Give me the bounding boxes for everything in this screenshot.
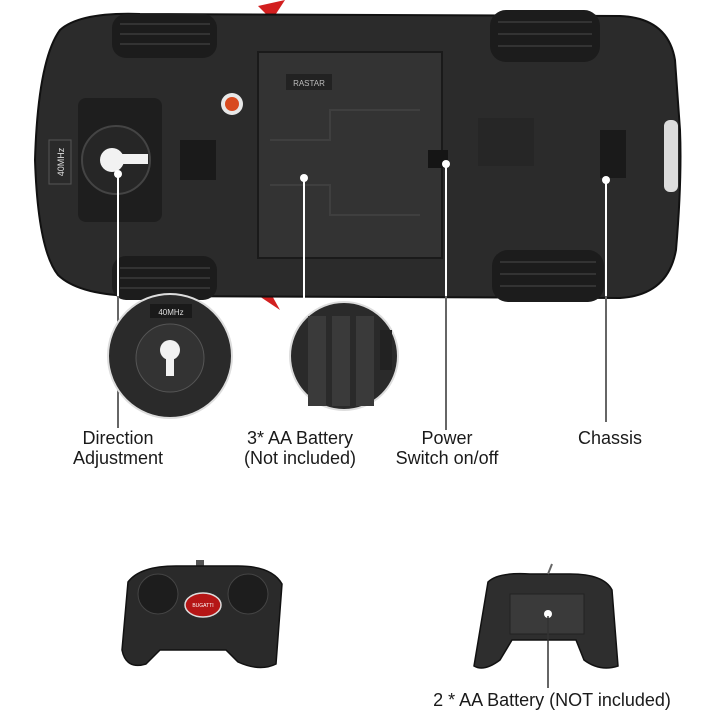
battery-line1: 3* AA Battery bbox=[246, 428, 354, 448]
callout-dot-battery bbox=[300, 174, 308, 182]
power-line2: Switch on/off bbox=[395, 448, 499, 468]
wheel-rear-right bbox=[492, 250, 604, 302]
remote-front: BUGATTI bbox=[121, 560, 283, 669]
direction-line1: Direction bbox=[82, 428, 154, 448]
inset-freq-label: 40MHz bbox=[158, 308, 183, 317]
battery-line2: (Not included) bbox=[243, 448, 357, 468]
battery-compartment-cover bbox=[257, 51, 443, 259]
direction-line2: Adjustment bbox=[72, 448, 164, 468]
direction-adjustment-label: Direction Adjustment bbox=[58, 428, 178, 468]
car-underside: RASTAR 40MHz bbox=[33, 10, 682, 302]
red-fender-top bbox=[258, 0, 285, 20]
rastar-plate-text: RASTAR bbox=[293, 79, 325, 88]
rear-block bbox=[478, 118, 534, 166]
battery-label: 3* AA Battery (Not included) bbox=[220, 428, 380, 468]
rear-motor bbox=[600, 130, 626, 178]
inset-battery bbox=[289, 301, 399, 411]
chassis-line1: Chassis bbox=[577, 428, 643, 448]
chassis-label: Chassis bbox=[560, 428, 660, 448]
power-switch-label: Power Switch on/off bbox=[382, 428, 512, 468]
bugatti-badge bbox=[184, 592, 222, 618]
wheel-front-left bbox=[112, 14, 217, 58]
freq-label: 40MHz bbox=[56, 147, 66, 176]
battery-callout-dot bbox=[544, 610, 552, 618]
bugatti-badge-text: BUGATTI bbox=[192, 603, 213, 609]
remote-battery-label: 2 * AA Battery (NOT included) bbox=[433, 690, 671, 710]
callout-dot-direction bbox=[114, 170, 122, 178]
callout-dot-chassis bbox=[602, 176, 610, 184]
inset-direction: 40MHz bbox=[107, 293, 233, 419]
rear-light bbox=[664, 120, 678, 192]
callout-dot-power bbox=[442, 160, 450, 168]
remote-back bbox=[473, 563, 619, 688]
rastar-plate bbox=[286, 74, 332, 90]
wheel-rear-left bbox=[490, 10, 600, 62]
power-line1: Power bbox=[421, 428, 473, 448]
